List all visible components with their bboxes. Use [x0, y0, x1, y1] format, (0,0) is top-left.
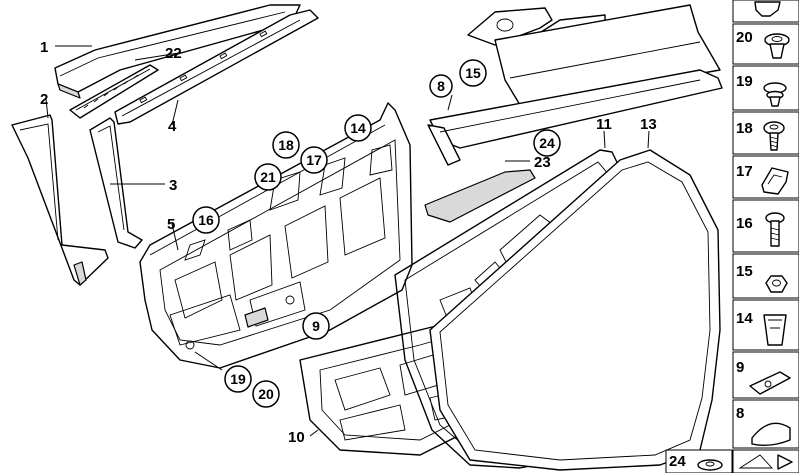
- circle-label-21: 21: [254, 163, 282, 191]
- circled-labels: 8 15 14 18 17 21 16 24: [192, 59, 561, 408]
- svg-text:18: 18: [736, 120, 753, 137]
- clip-nut-icon: [763, 314, 787, 346]
- label-2: 2: [40, 91, 48, 108]
- circle-label-16: 16: [192, 206, 220, 234]
- svg-text:15: 15: [465, 65, 481, 81]
- legend-cell-18: 18: [732, 111, 799, 155]
- part-number-labels: 1 2 3 4 5 10 11 13 22 23: [40, 39, 657, 446]
- part-8-15-housing: [467, 4, 721, 106]
- spring-nut-icon: [761, 167, 789, 195]
- legend-cell-16: 16: [732, 199, 799, 253]
- label-5: 5: [167, 216, 175, 233]
- svg-text:9: 9: [736, 359, 744, 376]
- leader-lines: [45, 45, 650, 437]
- label-11: 11: [596, 116, 612, 133]
- legend-cell-9: 9: [732, 351, 799, 399]
- label-3: 3: [169, 177, 177, 194]
- grommet-icon: [697, 459, 723, 471]
- label-22: 22: [165, 45, 182, 62]
- svg-text:24: 24: [539, 135, 555, 151]
- svg-text:8: 8: [437, 78, 445, 94]
- small-parts-legend: 20 19 18: [665, 0, 799, 473]
- svg-text:19: 19: [736, 73, 753, 90]
- svg-text:20: 20: [258, 386, 274, 402]
- part-5-tailgate-trim-panel: [139, 102, 413, 369]
- legend-cell-17: 17: [732, 155, 799, 199]
- circle-label-14: 14: [344, 114, 372, 142]
- hex-nut-icon: [765, 275, 788, 293]
- svg-text:15: 15: [736, 263, 753, 280]
- part-glass-panel: [427, 69, 723, 166]
- svg-text:8: 8: [736, 405, 744, 422]
- label-10: 10: [288, 429, 305, 446]
- label-4: 4: [168, 118, 177, 135]
- circle-label-20: 20: [252, 380, 280, 408]
- push-clip-icon: [763, 82, 787, 107]
- circle-label-18: 18: [272, 131, 300, 159]
- svg-text:16: 16: [198, 212, 214, 228]
- legend-cell-14: 14: [732, 299, 799, 351]
- cap-plug-icon: [751, 422, 791, 447]
- label-23: 23: [534, 154, 551, 171]
- circle-label-24: 24: [533, 129, 561, 157]
- svg-text:24: 24: [669, 453, 686, 470]
- part-2-pillar: [11, 114, 109, 286]
- legend-cell-top: [732, 0, 799, 23]
- circle-label-15: 15: [459, 59, 487, 87]
- legend-cell-24: 24: [665, 449, 733, 473]
- circle-label-9: 9: [302, 312, 330, 340]
- legend-cell-19: 19: [732, 65, 799, 111]
- svg-text:17: 17: [736, 163, 753, 180]
- expanding-rivet-icon: [764, 33, 790, 59]
- svg-text:19: 19: [230, 371, 246, 387]
- part-13-outer-frame: [429, 149, 721, 471]
- svg-text:21: 21: [260, 169, 276, 185]
- svg-text:20: 20: [736, 29, 753, 46]
- svg-text:9: 9: [312, 318, 320, 334]
- bracket-plate-icon: [749, 371, 791, 395]
- legend-cell-15: 15: [732, 253, 799, 299]
- svg-text:14: 14: [736, 310, 753, 327]
- circle-label-19: 19: [224, 365, 252, 393]
- part-1-upper-trim: [54, 4, 301, 99]
- svg-text:18: 18: [278, 137, 294, 153]
- screw-with-washer-icon: [763, 121, 785, 151]
- legend-cell-8: 8: [732, 399, 799, 449]
- label-13: 13: [640, 116, 657, 133]
- svg-text:17: 17: [306, 152, 322, 168]
- circle-label-8: 8: [429, 74, 453, 98]
- part-3-side-trim: [89, 117, 143, 249]
- circle-label-17: 17: [300, 146, 328, 174]
- part-23-pad: [424, 169, 536, 223]
- legend-cell-corner-arrow: [732, 449, 799, 473]
- svg-text:14: 14: [350, 120, 366, 136]
- legend-cell-20: 20: [732, 23, 799, 65]
- svg-text:16: 16: [736, 215, 753, 232]
- part-22-rail: [69, 64, 159, 119]
- bolt-icon: [765, 212, 785, 247]
- part-4-slotted-bar: [114, 9, 319, 125]
- label-1: 1: [40, 39, 48, 56]
